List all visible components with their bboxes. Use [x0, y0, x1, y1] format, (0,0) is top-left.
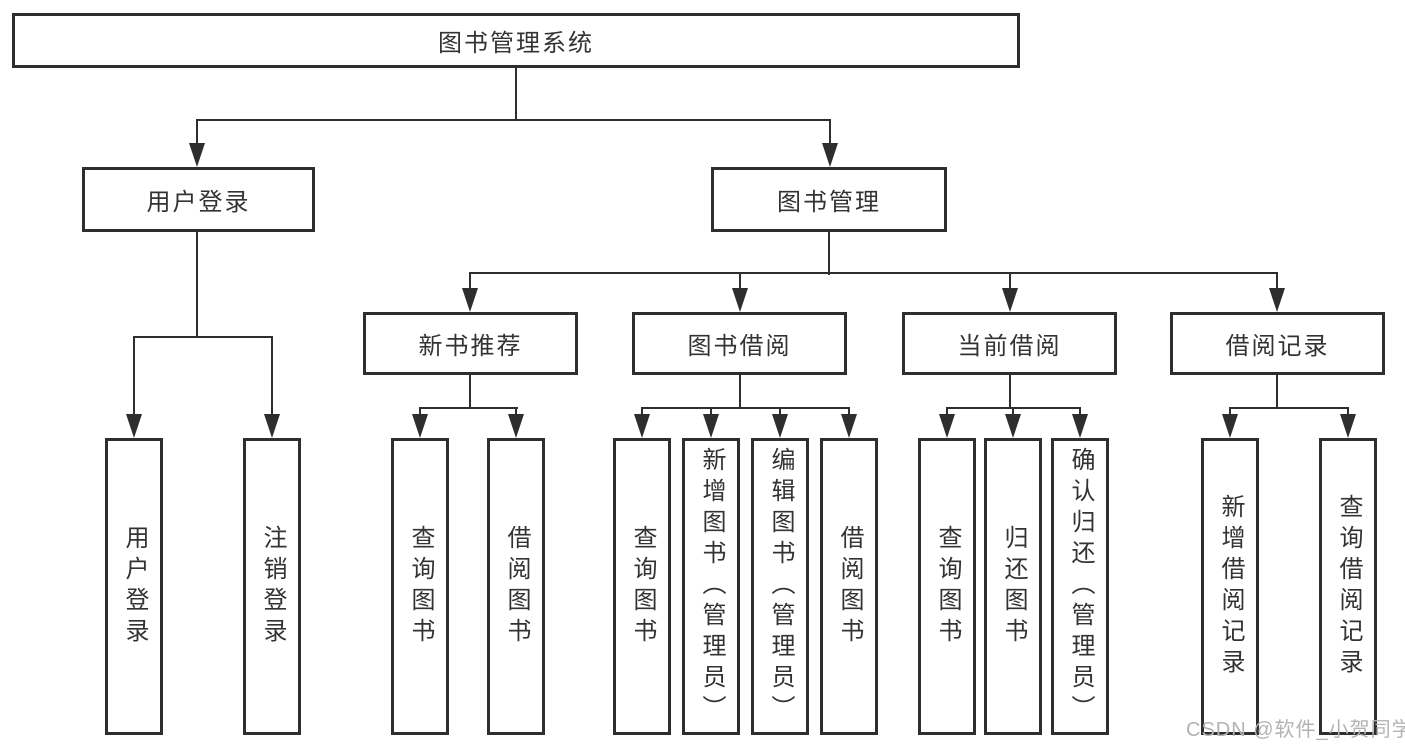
- connector-line: [779, 407, 781, 419]
- arrow-down-icon: [412, 414, 428, 438]
- leaf-borrow-books-recommend: 借阅图书: [487, 438, 545, 735]
- arrow-down-icon: [126, 414, 142, 438]
- connector-line: [641, 407, 850, 409]
- arrow-down-icon: [772, 414, 788, 438]
- connector-line: [419, 407, 421, 419]
- connector-line: [271, 336, 273, 416]
- connector-line: [739, 272, 741, 292]
- node-book-borrow: 图书借阅: [632, 312, 847, 375]
- arrow-down-icon: [1005, 414, 1021, 438]
- csdn-watermark: CSDN @软件_小贺同学: [1186, 719, 1405, 741]
- leaf-logout: 注销登录: [243, 438, 301, 735]
- connector-line: [1009, 375, 1011, 408]
- connector-line: [1079, 407, 1081, 419]
- connector-line: [515, 407, 517, 419]
- arrow-down-icon: [822, 143, 838, 167]
- connector-line: [1276, 375, 1278, 408]
- leaf-add-borrow-record: 新增借阅记录: [1201, 438, 1259, 735]
- arrow-down-icon: [1072, 414, 1088, 438]
- arrow-down-icon: [1340, 414, 1356, 438]
- connector-line: [469, 375, 471, 408]
- leaf-return-books: 归还图书: [984, 438, 1042, 735]
- connector-line: [710, 407, 712, 419]
- leaf-query-books-borrow: 查询图书: [613, 438, 671, 735]
- connector-line: [133, 336, 135, 416]
- arrow-down-icon: [1002, 288, 1018, 312]
- arrow-down-icon: [634, 414, 650, 438]
- arrow-down-icon: [939, 414, 955, 438]
- leaf-confirm-return-admin: 确认归还（管理员）: [1051, 438, 1109, 735]
- arrow-down-icon: [264, 414, 280, 438]
- connector-line: [515, 68, 517, 120]
- node-user-login: 用户登录: [82, 167, 315, 232]
- connector-line: [1012, 407, 1014, 419]
- connector-line: [1276, 272, 1278, 292]
- connector-line: [1229, 407, 1349, 409]
- connector-line: [1347, 407, 1349, 419]
- node-new-book-recommend: 新书推荐: [363, 312, 578, 375]
- arrow-down-icon: [703, 414, 719, 438]
- connector-line: [1009, 272, 1011, 292]
- arrow-down-icon: [841, 414, 857, 438]
- arrow-down-icon: [462, 288, 478, 312]
- connector-line: [641, 407, 643, 419]
- connector-line: [829, 119, 831, 147]
- connector-line: [848, 407, 850, 419]
- connector-line: [946, 407, 948, 419]
- connector-line: [133, 336, 273, 338]
- connector-line: [419, 407, 518, 409]
- leaf-add-books-admin: 新增图书（管理员）: [682, 438, 740, 735]
- arrow-down-icon: [732, 288, 748, 312]
- connector-line: [196, 119, 198, 147]
- node-root-library-management-system: 图书管理系统: [12, 13, 1020, 68]
- connector-line: [469, 272, 1278, 274]
- arrow-down-icon: [1269, 288, 1285, 312]
- connector-line: [739, 375, 741, 408]
- leaf-edit-books-admin: 编辑图书（管理员）: [751, 438, 809, 735]
- node-book-management: 图书管理: [711, 167, 947, 232]
- node-borrow-records: 借阅记录: [1170, 312, 1385, 375]
- arrow-down-icon: [1222, 414, 1238, 438]
- leaf-borrow-books: 借阅图书: [820, 438, 878, 735]
- connector-line: [196, 232, 198, 338]
- arrow-down-icon: [508, 414, 524, 438]
- leaf-query-books-recommend: 查询图书: [391, 438, 449, 735]
- node-current-borrow: 当前借阅: [902, 312, 1117, 375]
- connector-line: [196, 119, 831, 121]
- connector-line: [469, 272, 471, 292]
- leaf-query-books-current: 查询图书: [918, 438, 976, 735]
- leaf-user-login: 用户登录: [105, 438, 163, 735]
- arrow-down-icon: [189, 143, 205, 167]
- connector-line: [828, 232, 830, 275]
- connector-line: [1229, 407, 1231, 419]
- leaf-query-borrow-record: 查询借阅记录: [1319, 438, 1377, 735]
